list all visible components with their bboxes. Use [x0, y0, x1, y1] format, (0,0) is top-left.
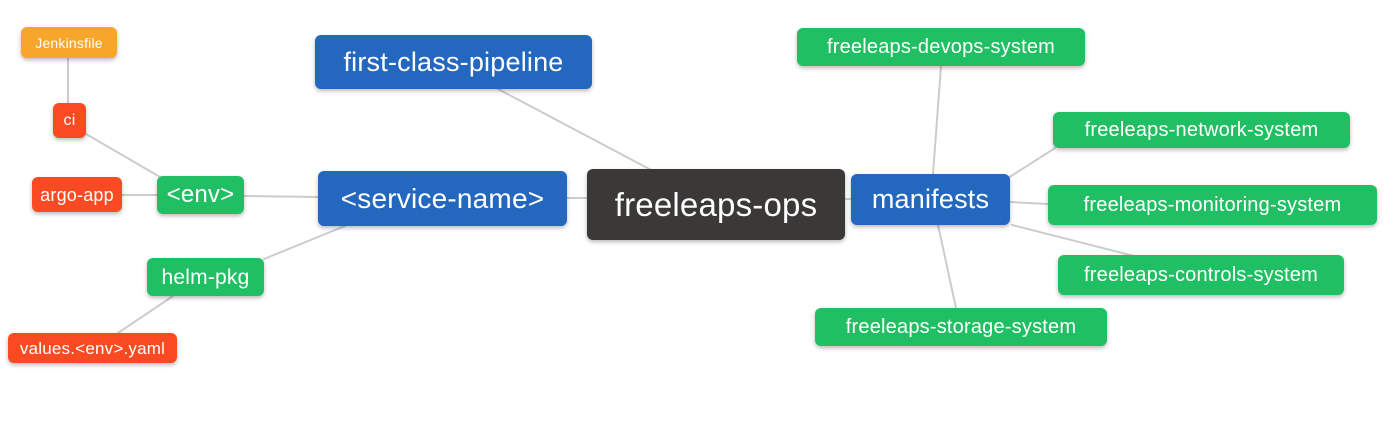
edge-helm-pkg-to-service-name [263, 225, 346, 260]
node-label-network-system: freeleaps-network-system [1084, 119, 1319, 141]
node-first-class-pipeline[interactable]: first-class-pipeline [315, 35, 592, 89]
node-label-manifests: manifests [871, 184, 990, 214]
node-label-env: <env> [166, 181, 235, 208]
node-values-env-yaml[interactable]: values.<env>.yaml [8, 333, 177, 363]
edge-first-class-pipeline-to-freeleaps-ops [497, 88, 654, 172]
edge-env-to-service-name [243, 195, 319, 198]
node-label-ci: ci [63, 111, 76, 129]
edge-values-env-yaml-to-helm-pkg [117, 295, 174, 334]
edge-ci-to-env [85, 133, 161, 178]
node-label-argo-app: argo-app [40, 184, 114, 205]
node-label-first-class-pipeline: first-class-pipeline [343, 46, 564, 77]
edge-manifests-to-network-system [1007, 147, 1056, 179]
node-helm-pkg[interactable]: helm-pkg [147, 258, 264, 296]
node-jenkinsfile[interactable]: Jenkinsfile [21, 27, 117, 58]
node-label-storage-system: freeleaps-storage-system [845, 316, 1077, 338]
node-label-values-env-yaml: values.<env>.yaml [19, 338, 166, 358]
node-ci[interactable]: ci [53, 103, 86, 138]
node-label-jenkinsfile: Jenkinsfile [35, 34, 103, 51]
edge-manifests-to-controls-system [1011, 224, 1139, 258]
node-manifests[interactable]: manifests [851, 174, 1010, 225]
node-label-freeleaps-ops: freeleaps-ops [614, 186, 818, 223]
node-freeleaps-ops[interactable]: freeleaps-ops [587, 169, 845, 240]
node-devops-system[interactable]: freeleaps-devops-system [797, 28, 1085, 66]
node-label-helm-pkg: helm-pkg [161, 265, 250, 289]
edge-devops-system-to-manifests [932, 65, 942, 175]
edge-manifests-to-storage-system [937, 224, 957, 309]
node-label-service-name: <service-name> [340, 182, 545, 214]
node-network-system[interactable]: freeleaps-network-system [1053, 112, 1350, 148]
node-env[interactable]: <env> [157, 176, 244, 214]
node-label-controls-system: freeleaps-controls-system [1084, 264, 1318, 286]
node-service-name[interactable]: <service-name> [318, 171, 567, 226]
node-monitoring-system[interactable]: freeleaps-monitoring-system [1048, 185, 1377, 225]
node-label-monitoring-system: freeleaps-monitoring-system [1083, 194, 1342, 216]
node-storage-system[interactable]: freeleaps-storage-system [815, 308, 1107, 346]
edge-manifests-to-monitoring-system [1009, 201, 1049, 205]
node-label-devops-system: freeleaps-devops-system [826, 36, 1056, 58]
node-controls-system[interactable]: freeleaps-controls-system [1058, 255, 1344, 295]
node-argo-app[interactable]: argo-app [32, 177, 122, 212]
